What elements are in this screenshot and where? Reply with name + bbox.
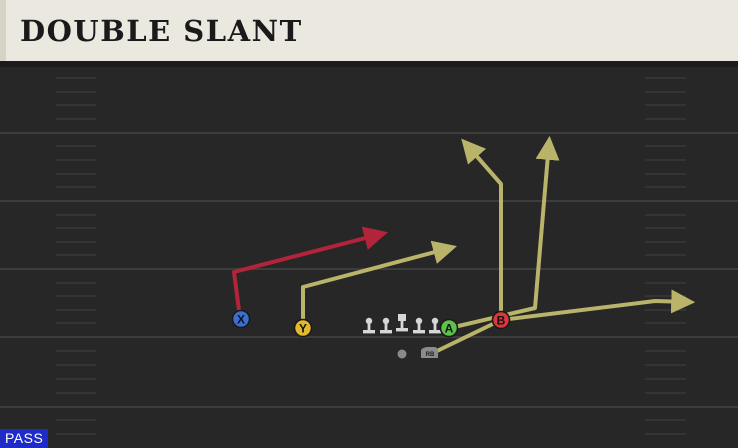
lineman-icon bbox=[380, 317, 392, 334]
lineman-icon bbox=[429, 317, 441, 334]
play-title-bar: DOUBLE SLANT bbox=[0, 0, 738, 61]
player-x-label: X bbox=[237, 313, 245, 327]
offensive-line bbox=[363, 314, 441, 334]
play-type-badge: PASS bbox=[0, 429, 49, 448]
player-b[interactable]: B bbox=[491, 310, 511, 330]
player-y-label: Y bbox=[299, 322, 307, 336]
lineman-icon bbox=[363, 317, 375, 334]
player-rb-label: RB bbox=[426, 352, 435, 358]
running-back-icon bbox=[421, 347, 438, 358]
field-top-shadow bbox=[0, 61, 738, 67]
player-b-label: B bbox=[497, 314, 506, 328]
route-a-corner bbox=[448, 135, 560, 330]
quarterback-marker[interactable] bbox=[397, 349, 407, 359]
route-x-slant bbox=[232, 226, 388, 320]
play-title: DOUBLE SLANT bbox=[20, 14, 303, 48]
routes bbox=[232, 135, 696, 353]
player-a[interactable]: A bbox=[439, 318, 459, 338]
hash-marks-left bbox=[56, 77, 96, 435]
player-a-label: A bbox=[445, 322, 454, 336]
center-icon bbox=[396, 314, 408, 332]
route-b-go bbox=[461, 138, 503, 322]
lineman-icon bbox=[413, 317, 425, 334]
route-y-slant bbox=[301, 240, 457, 330]
route-rb-flat bbox=[435, 289, 696, 353]
field-surface bbox=[0, 61, 738, 448]
player-rb[interactable]: RB bbox=[421, 347, 438, 358]
player-x[interactable]: X bbox=[231, 309, 251, 329]
player-y[interactable]: Y bbox=[293, 318, 313, 338]
